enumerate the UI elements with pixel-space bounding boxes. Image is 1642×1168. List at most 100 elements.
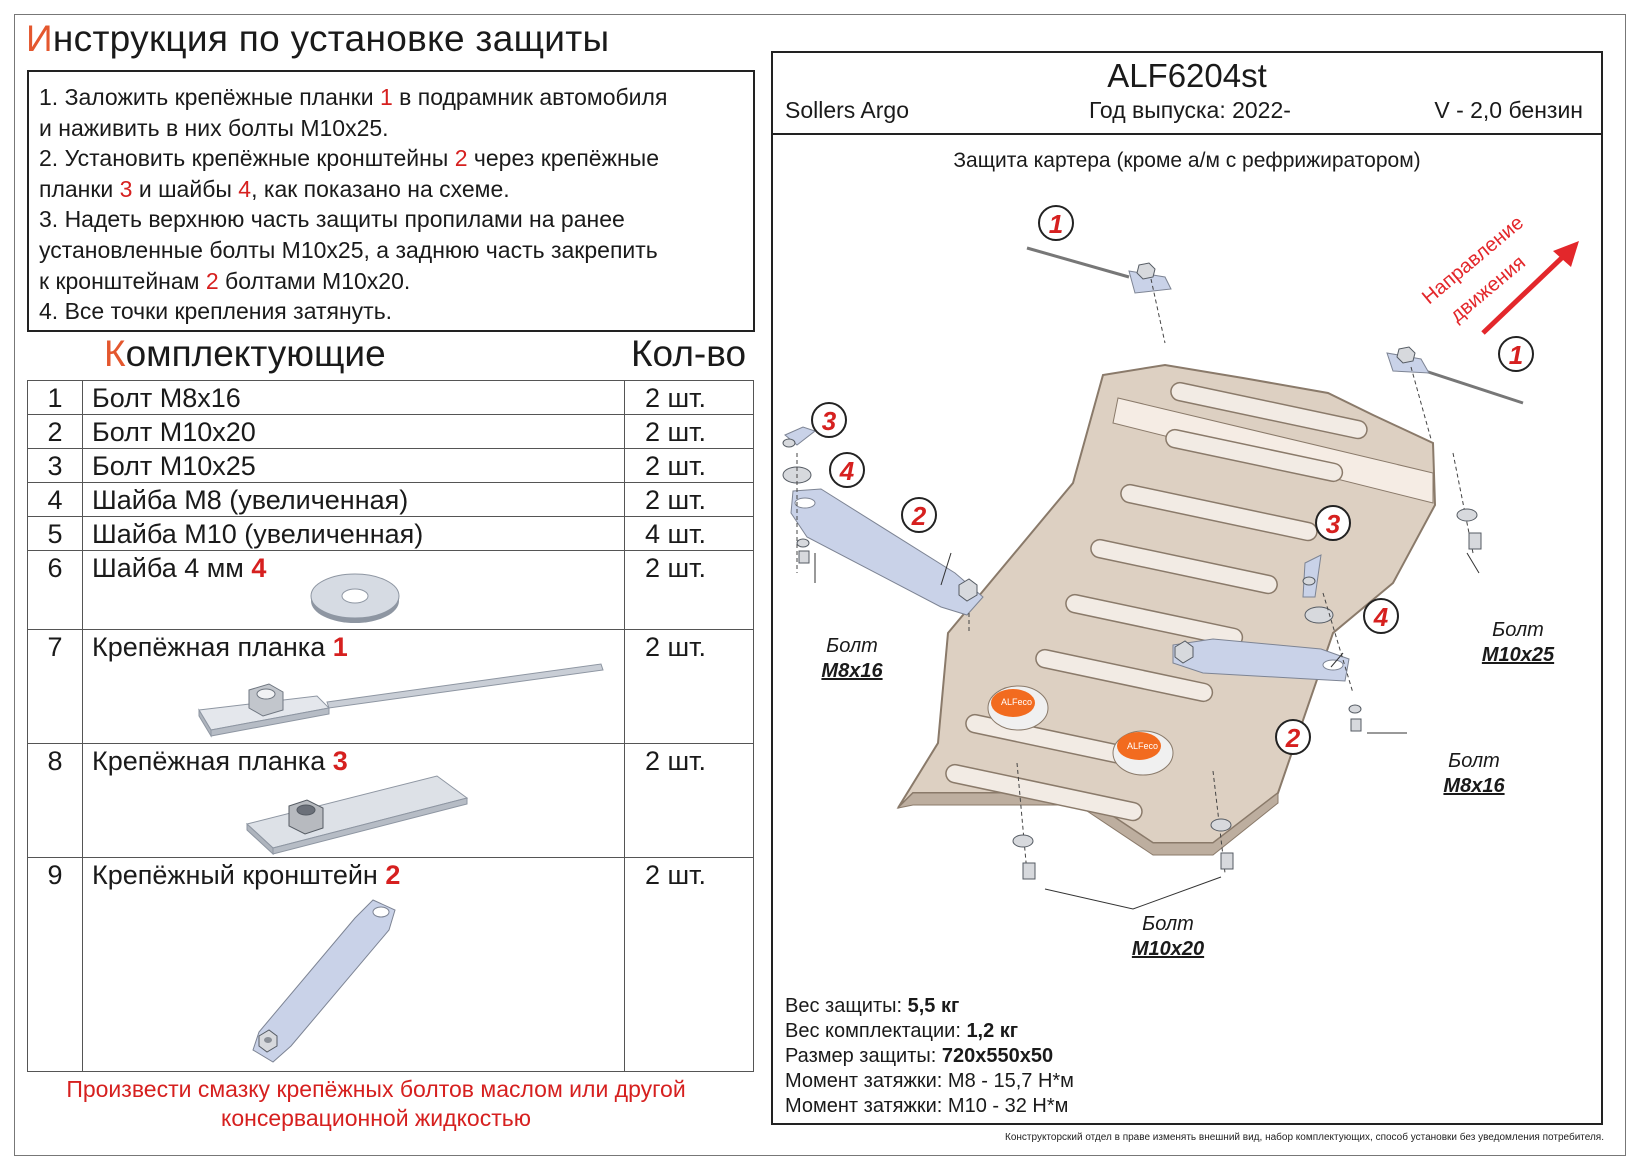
part-name: Болт М10х25 [82,448,625,483]
bolt-label-m10x20: Болт М10х20 [1125,912,1211,962]
parts-table: 1 Болт М8х16 2 шт. 2 Болт М10х20 2 шт. 3… [27,380,754,1072]
part-qty: 2 шт. [624,380,754,415]
callout-1-top: 1 [1038,205,1074,241]
model-year: Год выпуска: 2022- [1089,97,1291,123]
callout-1-right: 1 [1498,336,1534,372]
spec-size: Размер защиты: 720x550x50 [785,1045,1053,1068]
instruction-line: 1. Заложить крепёжные планки 1 в подрамн… [39,82,743,113]
vehicle-model: Sollers Argo [785,97,910,123]
instruction-text: в подрамник автомобиля [392,84,668,110]
mounting-strip-left [1026,246,1172,344]
spec-label: Вес защиты: [785,995,908,1017]
part-qty: 2 шт. [624,857,754,1072]
instruction-text: 4. Все точки крепления затянуть. [39,298,393,325]
drain-plug-logo: ALFeco [1001,697,1032,707]
washer-thumbnail [310,573,400,623]
drain-plug-logo: ALFeco [1127,741,1158,751]
table-row: 6 Шайба 4 мм 4 2 шт. [27,550,754,630]
spec-label: Момент затяжки: [785,1095,948,1117]
part-name-text: Крепёжная планка [92,746,333,776]
callout-4-left: 4 [829,452,865,488]
instruction-text: и наживить в них болты М10х25. [39,114,389,141]
part-number: 8 [27,743,83,858]
lubrication-note: Произвести смазку крепёжных болтов масло… [66,1076,686,1131]
svg-text:3: 3 [1326,509,1341,539]
bolt-label-word: Болт [826,635,878,657]
mounting-bracket-thumbnail [252,899,396,1063]
part-name-text: Болт М8х16 [92,383,241,413]
callout-3-right: 3 [1315,505,1351,541]
spec-value: М8 - 15,7 Н*м [947,1070,1074,1092]
skid-plate: ALFeco ALFeco [896,363,1437,856]
instruction-text: планки [39,175,120,202]
installation-diagram: Направление движения ALF [782,205,1579,910]
part-number: 2 [27,414,83,449]
bolt-label-word: Болт [1492,619,1544,641]
instruction-text: и шайбы [132,175,239,202]
instruction-line: 4. Все точки крепления затянуть. [39,296,743,327]
part-number: 9 [27,857,83,1072]
product-code: ALF6204st [1107,57,1267,94]
spec-label: Размер защиты: [785,1045,942,1067]
mounting-strip-3-thumbnail [245,775,469,856]
table-row: 2 Болт М10х20 2 шт. [27,414,754,449]
part-number: 1 [27,380,83,415]
part-name-text: Крепёжная планка [92,632,333,662]
bolt-label-word: Болт [1448,750,1500,772]
instruction-text: , как показано на схеме. [251,175,510,202]
svg-text:1: 1 [1509,340,1523,370]
page-title: Инструкция по установке защиты [26,18,609,60]
spec-value: 5,5 кг [907,995,960,1017]
part-qty: 2 шт. [624,629,754,744]
engine-spec: V - 2,0 бензин [1434,97,1583,123]
part-name: Крепёжный кронштейн 2 [82,857,625,1072]
bolt-label-m10x25: Болт М10х25 [1473,618,1563,668]
instruction-line: 2. Установить крепёжные кронштейны 2 чер… [39,143,743,174]
table-row: 3 Болт М10х25 2 шт. [27,448,754,483]
part-ref: 2 [205,267,219,294]
part-name-text: Крепёжный кронштейн [92,860,386,890]
part-name: Болт М8х16 [82,380,625,415]
instruction-text: к кронштейнам [39,267,206,294]
part-ref: 4 [238,175,252,202]
part-ref: 2 [454,145,468,172]
instruction-line: и наживить в них болты М10х25. [39,113,743,144]
part-qty: 2 шт. [624,448,754,483]
svg-text:3: 3 [822,406,837,436]
spec-torque-m10: Момент затяжки: М10 - 32 Н*м [785,1095,1068,1118]
instruction-text: болтами М10х20. [218,267,411,294]
table-row: 7 Крепёжная планка 1 2 шт. [27,629,754,744]
bolt-label-size: М8х16 [1443,775,1505,797]
title-text: нструкция по установке защиты [52,18,610,59]
bracket-left [782,426,984,633]
bracket-right [1172,554,1362,732]
part-name-text: Болт М10х20 [92,417,256,447]
part-qty: 2 шт. [624,482,754,517]
mounting-strip-1-thumbnail [198,663,604,738]
part-name: Шайба М8 (увеличенная) [82,482,625,517]
instruction-line: установленные болты М10х25, а заднюю час… [39,235,743,266]
part-name: Крепёжная планка 3 [82,743,625,858]
part-name: Шайба 4 мм 4 [82,550,625,630]
bolt-label-size: М10х20 [1131,938,1205,960]
direction-arrow: Направление движения [1418,212,1579,335]
diagram-subtitle: Защита картера (кроме а/м с рефрижиратор… [953,149,1421,172]
part-number: 6 [27,550,83,630]
svg-text:2: 2 [1285,723,1301,753]
part-name-text: Болт М10х25 [92,451,256,481]
bolt-stack-bottom [1012,762,1234,910]
svg-text:1: 1 [1049,209,1063,239]
part-qty: 2 шт. [624,743,754,858]
part-number: 4 [27,482,83,517]
callout-3-left: 3 [811,402,847,438]
svg-text:4: 4 [1373,602,1389,632]
part-name-text: Шайба М8 (увеличенная) [92,485,409,515]
part-tag: 3 [332,746,348,776]
spec-value: М10 - 32 Н*м [947,1095,1069,1117]
bolt-label-size: М10х25 [1481,644,1555,666]
drain-plug-1: ALFeco [987,685,1049,731]
svg-text:2: 2 [911,501,927,531]
callout-2-right: 2 [1275,719,1311,755]
callout-2-left: 2 [901,497,937,533]
instruction-text: установленные болты М10х25, а заднюю час… [39,236,658,263]
